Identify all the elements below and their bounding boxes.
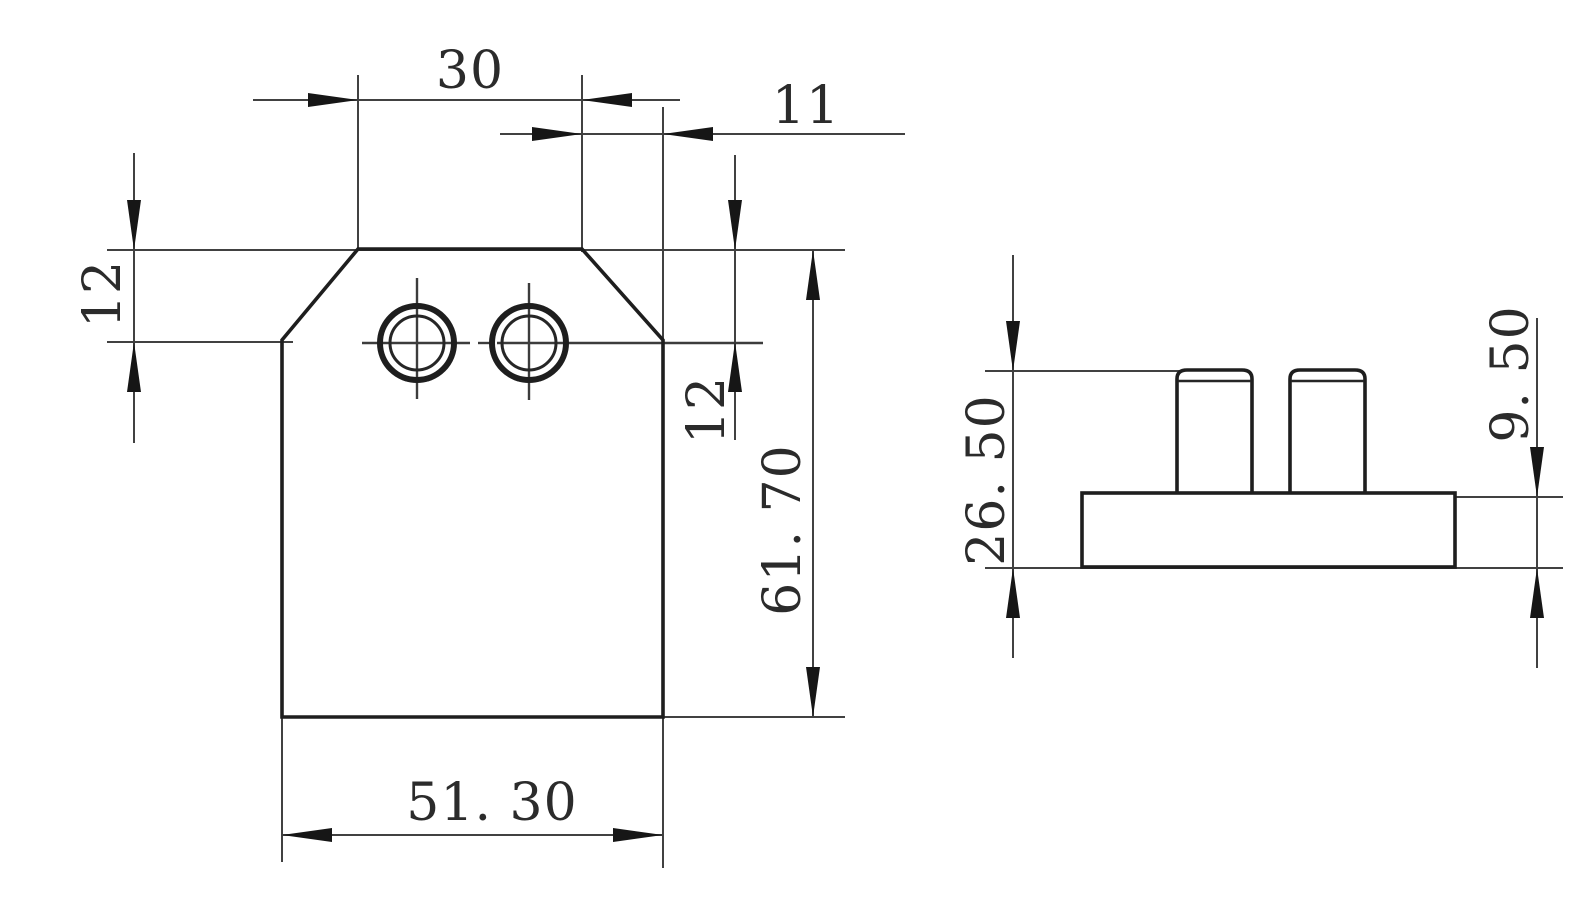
side-view-arrowheads (1006, 321, 1544, 618)
hole-left (377, 303, 457, 383)
arrow-right-icon (532, 127, 582, 141)
stud-left-outline (1175, 368, 1254, 493)
hole-right-outer-circle (489, 303, 569, 383)
side-view-dimension-lines (985, 255, 1563, 668)
arrow-down-icon (728, 200, 742, 250)
side-view-dimension-labels: 26. 50 9. 50 (957, 305, 1541, 565)
arrow-left-icon (663, 127, 713, 141)
side-view-base-outline (1080, 491, 1457, 569)
arrow-down-icon (127, 200, 141, 250)
arrow-left-icon (282, 828, 332, 842)
arrow-down-icon (806, 667, 820, 717)
arrow-left-icon (582, 93, 632, 107)
front-view-arrowheads (127, 93, 820, 842)
stud-left (1175, 368, 1254, 493)
hole-left-inner-circle (388, 314, 446, 372)
front-view: 30 11 12 12 61. 70 51. 30 (73, 41, 905, 868)
arrow-up-icon (728, 342, 742, 392)
hole-right-inner-circle (500, 314, 558, 372)
dim-label-overall-width: 51. 30 (406, 773, 577, 833)
arrow-up-icon (127, 342, 141, 392)
front-view-outline (280, 247, 665, 719)
arrow-down-icon (1530, 447, 1544, 497)
arrow-down-icon (1006, 321, 1020, 371)
arrow-right-icon (613, 828, 663, 842)
dim-label-base-thickness: 9. 50 (1481, 305, 1541, 442)
side-view: 26. 50 9. 50 (957, 255, 1563, 668)
stud-right (1288, 368, 1367, 493)
front-view-dimension-labels: 30 11 12 12 61. 70 51. 30 (73, 41, 840, 833)
dim-label-chamfer-width: 11 (772, 76, 840, 136)
dim-label-top-width: 30 (436, 41, 504, 101)
dim-label-chamfer-depth-left: 12 (73, 260, 133, 328)
dim-label-overall-height: 61. 70 (753, 444, 813, 615)
hole-right (489, 303, 569, 383)
arrow-up-icon (806, 250, 820, 300)
hole-left-outer-circle (377, 303, 457, 383)
arrow-up-icon (1006, 568, 1020, 618)
stud-right-outline (1288, 368, 1367, 493)
arrow-up-icon (1530, 568, 1544, 618)
dim-label-side-overall-height: 26. 50 (957, 394, 1017, 565)
dim-label-chamfer-depth-right: 12 (677, 376, 737, 444)
arrow-right-icon (308, 93, 358, 107)
